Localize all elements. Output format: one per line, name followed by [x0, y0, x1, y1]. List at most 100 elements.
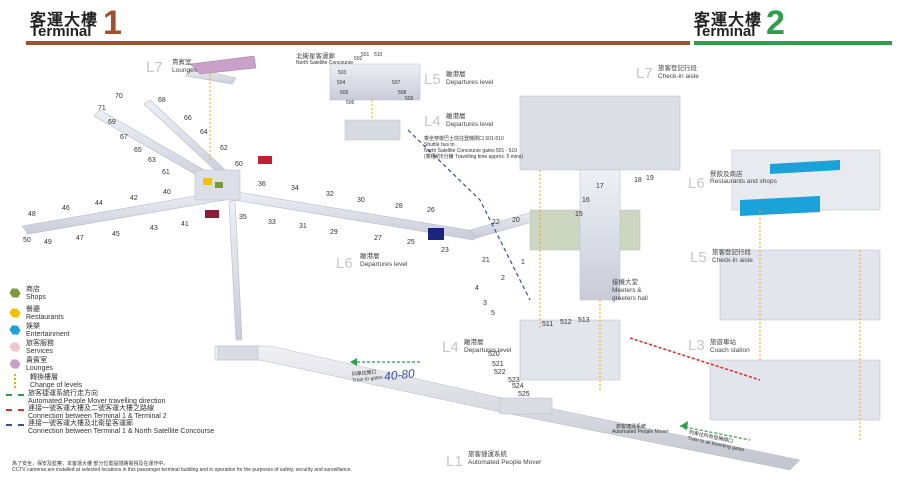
level-l7-lounges-code: L7 — [146, 59, 163, 76]
level-l5-nsc-code: L5 — [424, 71, 441, 88]
legend-swatch-icon — [8, 286, 22, 300]
shuttle-line4: (乘程約5分鐘 Travelling time approx. 5 mins) — [424, 153, 523, 160]
gate-524: 524 — [512, 383, 524, 390]
level-l1-apm-en: Automated People Mover — [468, 459, 542, 466]
legend-swatch-icon — [8, 323, 22, 337]
gate-69: 69 — [108, 119, 116, 126]
terminal2-title-zh: 客運大樓 — [694, 12, 763, 29]
train-left-zh: 列車往閘口 — [351, 368, 377, 378]
level-l5-checkin-en: Check-in aisle — [712, 257, 753, 264]
train-left-en: Train to gates — [352, 375, 383, 384]
gate-503: 503 — [338, 70, 347, 76]
gate-521: 521 — [492, 361, 504, 368]
gate-512: 512 — [560, 319, 572, 326]
level-l6-t1-zh: 離港層 — [360, 251, 380, 260]
gate-18: 18 — [634, 177, 642, 184]
gate-61: 61 — [162, 169, 170, 176]
gate-62: 62 — [220, 145, 228, 152]
level-l6-t1-en: Departures level — [360, 261, 408, 268]
gate-40: 40 — [163, 189, 171, 196]
terminal1-central — [194, 156, 444, 240]
gate-501: 501 — [361, 52, 370, 58]
level-change-icon — [14, 374, 18, 388]
gate-4: 4 — [475, 285, 479, 292]
nsc-title-en: North Satellite Concourse — [296, 60, 353, 66]
terminal1-title-zh: 客運大樓 — [30, 12, 99, 29]
level-l5-checkin-code: L5 — [690, 249, 707, 266]
level-l3-coach-en: Coach station — [710, 347, 750, 354]
gate-29: 29 — [330, 229, 338, 236]
gate-31: 31 — [299, 223, 307, 230]
terminal2-number: 2 — [766, 4, 785, 42]
terminal1-building — [519, 95, 681, 381]
shuttle-line2: Shuttle bus to — [424, 142, 455, 148]
gate-45: 45 — [112, 231, 120, 238]
gate-525: 525 — [518, 391, 530, 398]
meeters-en1: Meeters & — [612, 287, 642, 294]
apm-label-en: Automated People Mover — [612, 429, 669, 435]
gate-504: 504 — [337, 80, 346, 86]
gate-46: 46 — [62, 205, 70, 212]
nsc-title-zh: 北衛星客運廊 — [296, 51, 336, 60]
gate-2: 2 — [501, 275, 505, 282]
gate-43: 43 — [150, 225, 158, 232]
level-l4-dep-code: L4 — [442, 339, 459, 356]
gate-30: 30 — [357, 197, 365, 204]
level-l3-coach-zh: 旅遊車站 — [710, 337, 737, 346]
apm-label-zh: 旅客捷運系統 — [616, 423, 646, 430]
legend-swatch-icon — [8, 306, 22, 320]
gate-1: 1 — [521, 259, 525, 266]
apm-arrow-right — [680, 421, 688, 430]
t1-t2-connection-route — [629, 337, 761, 381]
gate-21: 21 — [482, 257, 490, 264]
terminal1-bar — [26, 41, 690, 45]
gate-506: 506 — [346, 100, 355, 106]
level-l7-lounges-en: Lounges — [172, 67, 198, 74]
terminal-map: L7 貴賓室 Lounges L6 離港層 Departures level L… — [21, 51, 881, 471]
shuttle-note: 乘坐穿梭巴士前往登機閘口 501-510 Shuttle bus to Nort… — [424, 135, 523, 160]
gate-23: 23 — [441, 247, 449, 254]
level-l6-shops-en: Restaurants and shops — [710, 178, 778, 185]
gate-520: 520 — [488, 351, 500, 358]
terminal1-number: 1 — [103, 4, 122, 42]
gate-67: 67 — [120, 134, 128, 141]
level-l3-coach-code: L3 — [688, 337, 705, 354]
footnote-en: CCTV cameras are installed at selected l… — [12, 467, 352, 473]
legend-swatch-icon — [8, 340, 22, 354]
level-l4-dep-zh: 離港層 — [464, 337, 484, 346]
level-labels: L7 貴賓室 Lounges L6 離港層 Departures level L… — [146, 57, 778, 470]
gate-71: 71 — [98, 105, 106, 112]
gate-33: 33 — [268, 219, 276, 226]
gate-49: 49 — [44, 239, 52, 246]
gate-63: 63 — [148, 157, 156, 164]
gate-26: 26 — [427, 207, 435, 214]
shuttle-line3: North Satellite Concourse gates 501 - 51… — [424, 148, 517, 154]
gate-17: 17 — [596, 183, 604, 190]
gate-35: 35 — [239, 214, 247, 221]
gate-44: 44 — [95, 200, 103, 207]
level-l6-t1-code: L6 — [336, 255, 353, 272]
gate-513: 513 — [578, 317, 590, 324]
route-line-icon — [6, 409, 24, 411]
gate-509: 509 — [405, 96, 414, 102]
level-l7-checkin-code: L7 — [636, 65, 653, 82]
level-l6-shops-code: L6 — [688, 175, 705, 192]
gate-28: 28 — [395, 203, 403, 210]
footnote-zh: 為了安全，保安及監察，本客運大樓 部分位置設閉路電視及在運作中。 — [12, 461, 169, 467]
gate-15: 15 — [575, 211, 583, 218]
